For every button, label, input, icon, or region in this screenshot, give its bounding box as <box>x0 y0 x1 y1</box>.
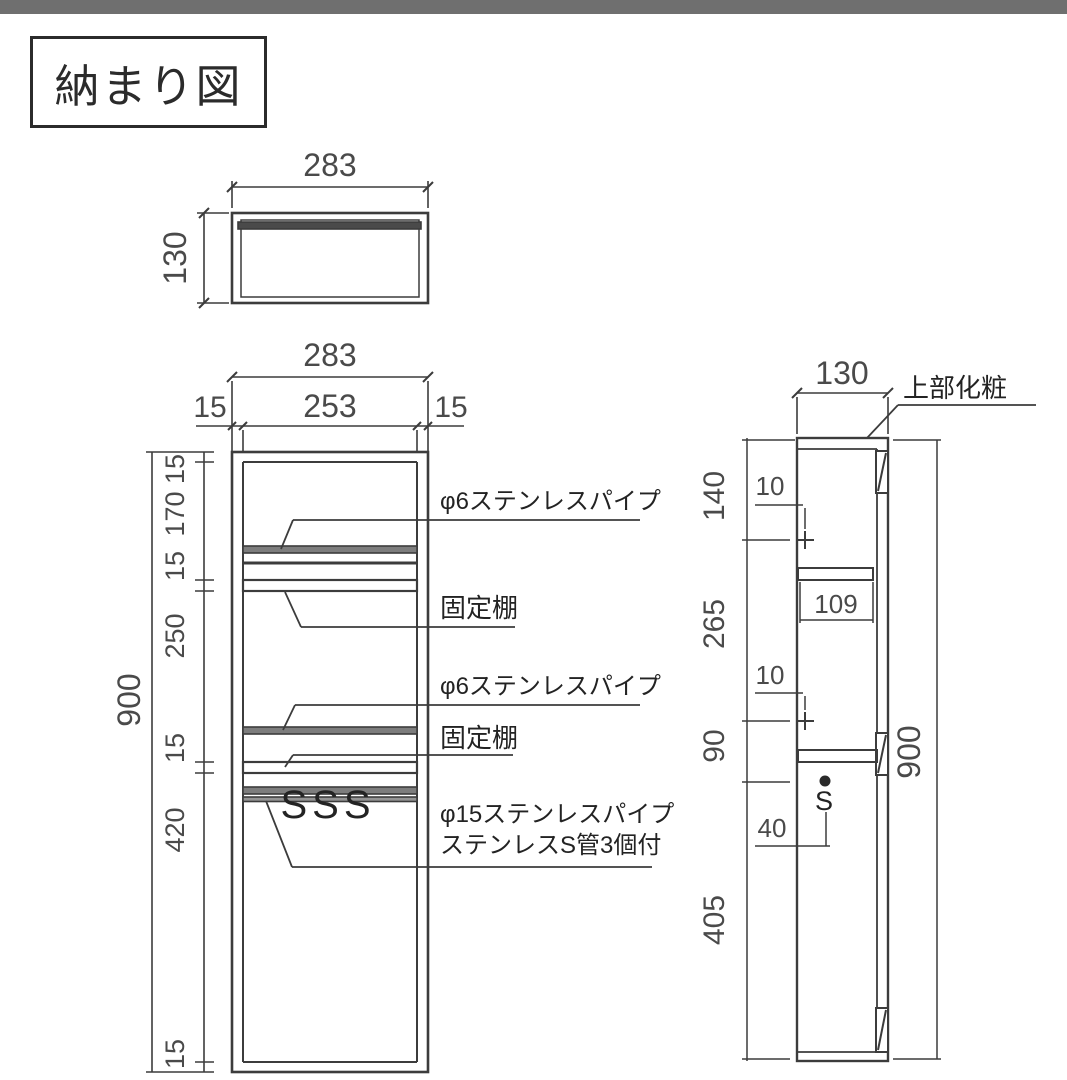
side-hook-offset-text: 40 <box>758 813 787 843</box>
front-s-hooks-text: SSS <box>280 783 375 827</box>
front-chain-15-1: 15 <box>160 454 190 484</box>
front-shelf-lower <box>241 760 419 775</box>
window-top-bar <box>0 0 1067 14</box>
pipe15-end-section <box>819 775 831 787</box>
leader-pipe6-upper <box>280 519 640 550</box>
plan-outer-box <box>230 211 430 305</box>
wall-cleat-bottom <box>875 1007 889 1053</box>
dim-tick <box>882 387 894 399</box>
label-pipe6-upper: φ6ステンレスパイプ <box>440 488 661 515</box>
pipe-center-cross-upper <box>796 531 814 549</box>
front-chain-250: 250 <box>160 613 190 658</box>
side-shelf-depth-dim-text: 109 <box>814 589 857 619</box>
front-chain-15-3: 15 <box>160 733 190 763</box>
front-chain-15-2: 15 <box>160 551 190 581</box>
plan-towel-pipe <box>237 221 422 230</box>
leader-fixed-shelf-upper <box>284 591 515 628</box>
drawing-title-box: 納まり図 <box>30 36 267 128</box>
front-inner-width-dim-text: 253 <box>303 388 356 424</box>
front-pipe6-upper <box>242 545 418 554</box>
s-hook-glyph: S <box>815 786 833 816</box>
side-chain-405: 405 <box>698 895 731 945</box>
side-chain-265: 265 <box>698 599 731 649</box>
label-pipe6-lower: φ6ステンレスパイプ <box>440 673 661 700</box>
front-frame-left-dim-text: 15 <box>193 391 226 424</box>
drawing-title: 納まり図 <box>54 60 243 112</box>
side-height-dim-text: 900 <box>891 725 927 778</box>
leader-pipe6-lower <box>282 704 640 731</box>
plan-width-dim-text: 283 <box>303 147 356 183</box>
front-pipe15-bottom <box>242 796 418 803</box>
front-cabinet-outline <box>230 450 430 1074</box>
side-pipe-offset-upper-text: 10 <box>756 471 785 501</box>
leader-pipe15 <box>265 800 652 868</box>
plan-view: 283 130 <box>157 147 434 309</box>
dim-tick <box>412 421 422 431</box>
front-view: 283 15 253 15 <box>111 337 674 1074</box>
dim-tick <box>238 421 248 431</box>
front-pipe6-lower <box>242 726 418 735</box>
side-chain-140: 140 <box>698 471 731 521</box>
front-shelf-upper <box>241 578 419 593</box>
label-pipe15-line2: ステンレスS管3個付 <box>440 832 661 859</box>
side-depth-dim-text: 130 <box>815 355 868 391</box>
pipe-center-cross-lower <box>796 712 814 730</box>
front-height-dim-text: 900 <box>111 673 147 726</box>
dim-tick <box>791 387 803 399</box>
plan-inner-box <box>240 219 420 298</box>
label-fixed-shelf-upper: 固定棚 <box>440 593 518 623</box>
wall-cleat-top <box>875 450 889 494</box>
side-chain-90: 90 <box>698 729 731 762</box>
front-chain-170: 170 <box>160 491 190 536</box>
front-chain-420: 420 <box>160 807 190 852</box>
side-view: 130 上部化粧 <box>698 355 1036 1063</box>
side-shelf-lower <box>797 749 878 763</box>
front-chain-15-4: 15 <box>160 1039 190 1069</box>
front-frame-right-dim-text: 15 <box>434 391 467 424</box>
side-shelf-upper <box>797 567 874 581</box>
front-pipe15-top <box>242 786 418 795</box>
label-pipe15-line1: φ15ステンレスパイプ <box>440 801 674 828</box>
label-top-finish: 上部化粧 <box>903 373 1007 403</box>
dim-tick <box>422 371 434 383</box>
dim-tick <box>226 371 238 383</box>
label-fixed-shelf-lower: 固定棚 <box>440 723 518 753</box>
leader-fixed-shelf-lower <box>284 754 513 768</box>
side-pipe-offset-lower-text: 10 <box>756 660 785 690</box>
front-width-dim-text: 283 <box>303 337 356 373</box>
leader-top-finish <box>866 404 1036 439</box>
plan-depth-dim-text: 130 <box>157 231 193 284</box>
